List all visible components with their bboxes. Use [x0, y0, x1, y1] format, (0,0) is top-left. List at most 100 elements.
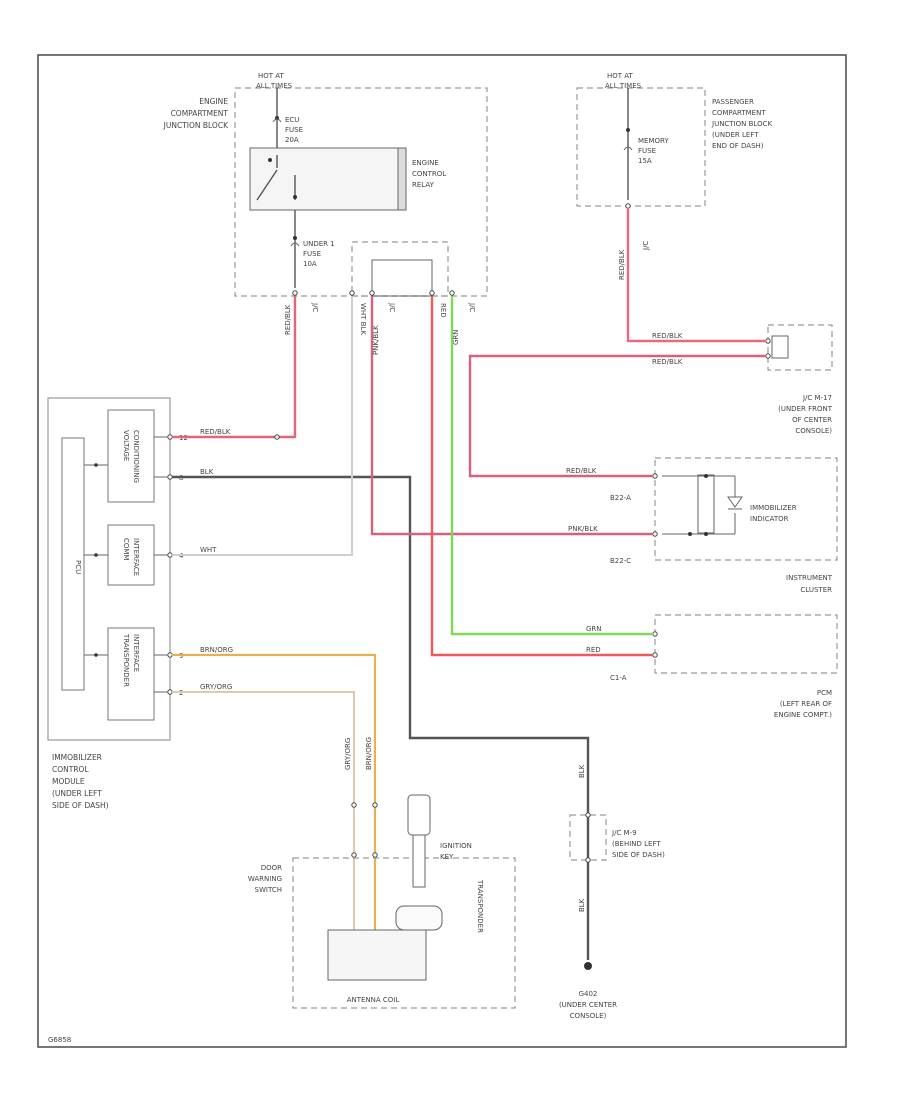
module-pins — [154, 434, 173, 695]
instrument-cluster-label-1: INSTRUMENT — [786, 574, 833, 582]
vert-wht-blk: WHT BLK — [359, 303, 367, 335]
wire-red-pcm — [430, 296, 653, 657]
jc-m17-label-2: (UNDER FRONT — [778, 405, 833, 413]
memory-fuse-label-3: 15A — [638, 157, 652, 165]
vert-red-blk-memory: RED/BLK — [618, 249, 626, 280]
jc-m17-label-3: OF CENTER — [792, 416, 832, 424]
instrument-cluster-box — [654, 457, 838, 561]
relay-label-1: ENGINE — [412, 159, 439, 167]
immobilizer-module-label-5: SIDE OF DASH) — [52, 801, 109, 810]
immobilizer-indicator-label-2: INDICATOR — [750, 515, 789, 523]
hot-at-all-times-right-1: HOT AT — [607, 72, 634, 80]
transponder-body — [395, 905, 443, 931]
vert-red: RED — [439, 303, 447, 318]
wire-label-red-pcm: RED — [586, 646, 601, 654]
indicator-symbol — [727, 496, 743, 508]
wire-label-red-blk-jc-top: RED/BLK — [652, 332, 683, 340]
jc-m9-label-3: SIDE OF DASH) — [612, 851, 665, 859]
ecu-fuse-label-1: ECU — [285, 116, 299, 124]
under-fuse-label-2: FUSE — [303, 250, 321, 258]
vert-jc-2: J/C — [388, 302, 396, 312]
memory-fuse-label-1: MEMORY — [638, 137, 669, 145]
vert-gry-org: GRY/ORG — [344, 738, 352, 770]
engine-junction-block-label-1: ENGINE — [199, 97, 228, 106]
jc-m9-label-1: J/C M-9 — [611, 829, 637, 837]
wire-label-red-blk-module: RED/BLK — [200, 428, 231, 436]
door-warning-switch-label-3: SWITCH — [255, 886, 282, 894]
g402-label-3: CONSOLE) — [570, 1012, 607, 1020]
jc-m17-label-4: CONSOLE) — [795, 427, 832, 435]
passenger-jb-label-4: (UNDER LEFT — [712, 131, 759, 139]
connector-b22c: B22-C — [610, 557, 631, 565]
g402-label-2: (UNDER CENTER — [559, 1001, 617, 1009]
transponder-interface-label-1: TRANSPONDER — [122, 633, 130, 687]
passenger-junction-block-box — [576, 87, 706, 207]
engine-junction-block-label-2: COMPARTMENT — [171, 109, 229, 118]
wire-red-blk-memory — [626, 208, 766, 343]
relay-label-2: CONTROL — [412, 170, 446, 178]
wire-grn-pcm — [450, 296, 653, 636]
vert-jc-1: J/C — [311, 302, 319, 312]
voltage-conditioning-label-1: VOLTAGE — [122, 430, 130, 461]
immobilizer-module-label-1: IMMOBILIZER — [52, 753, 102, 762]
immobilizer-module-label-2: CONTROL — [52, 765, 89, 774]
passenger-jb-label-5: END OF DASH) — [712, 142, 764, 150]
diagram-frame — [37, 54, 847, 1048]
passenger-jb-label-2: COMPARTMENT — [712, 109, 766, 117]
immobilizer-module-label-4: (UNDER LEFT — [52, 789, 102, 798]
wire-label-gry-org: GRY/ORG — [200, 683, 232, 691]
immobilizer-module-label-3: MODULE — [52, 777, 85, 786]
voltage-conditioning-block — [107, 409, 155, 503]
wire-label-red-blk-b22a: RED/BLK — [566, 467, 597, 475]
memory-fuse-symbol — [623, 146, 633, 151]
wire-label-blk-ground-lower: BLK — [578, 898, 586, 912]
ignition-key-label-1: IGNITION — [440, 842, 472, 850]
comm-interface-label-1: COMM — [122, 538, 130, 560]
passenger-jb-label-1: PASSENGER — [712, 98, 754, 106]
relay-switch-arm — [256, 169, 278, 201]
wire-wht — [172, 296, 353, 556]
engine-control-relay-box — [249, 147, 399, 211]
wire-label-blk-ground-upper: BLK — [578, 764, 586, 778]
vert-brn-org: BRN/ORG — [365, 737, 373, 770]
wire-red-blk-b22a — [468, 354, 766, 478]
hot-at-all-times-right-2: ALL TIMES — [605, 82, 642, 90]
figure-id: G6858 — [48, 1036, 71, 1044]
pcm-label-2: (LEFT REAR OF — [780, 700, 832, 708]
connector-c1a: C1-A — [610, 674, 627, 682]
vert-jc-4: J/C — [642, 241, 650, 251]
wire-label-grn-pcm: GRN — [586, 625, 602, 633]
vert-grn: GRN — [452, 329, 460, 345]
jc-m17-box — [767, 324, 833, 371]
transponder-interface-label-2: INTERFACE — [132, 634, 140, 672]
relay-label-3: RELAY — [412, 181, 435, 189]
door-warning-switch-label-1: DOOR — [261, 864, 282, 872]
jc-m9-label-2: (BEHIND LEFT — [612, 840, 661, 848]
comm-interface-block — [107, 524, 155, 586]
under-fuse-label-1: UNDER 1 — [303, 240, 335, 248]
jc-m17-label-1: J/C M-17 — [802, 394, 832, 402]
ignition-key-label-2: KEY — [440, 853, 454, 861]
pcm-box — [654, 614, 838, 674]
wire-label-pnk-blk-b22c: PNK/BLK — [568, 525, 598, 533]
immobilizer-indicator-label-1: IMMOBILIZER — [750, 504, 797, 512]
pcm-label-1: PCM — [817, 689, 832, 697]
junction-block-pins — [292, 290, 455, 296]
vert-jc-3: J/C — [468, 302, 476, 312]
memory-fuse-label-2: FUSE — [638, 147, 656, 155]
ignition-key-head — [407, 794, 431, 836]
hot-at-all-times-left-2: ALL TIMES — [256, 82, 293, 90]
ecu-fuse-symbol — [272, 118, 282, 123]
vert-pnk-blk: PNK/BLK — [372, 325, 380, 355]
ground-g402 — [584, 962, 592, 970]
wire-brn-org — [172, 653, 377, 930]
wire-label-brn-org: BRN/ORG — [200, 646, 233, 654]
transponder-label: TRANSPONDER — [476, 879, 484, 933]
ecu-fuse-label-2: FUSE — [285, 126, 303, 134]
pcu-label: PCU — [74, 560, 82, 574]
ecu-fuse-label-3: 20A — [285, 136, 299, 144]
pcm-label-3: ENGINE COMPT.) — [774, 711, 832, 719]
antenna-coil-label: ANTENNA COIL — [347, 996, 400, 1004]
antenna-coil-body — [327, 929, 427, 981]
